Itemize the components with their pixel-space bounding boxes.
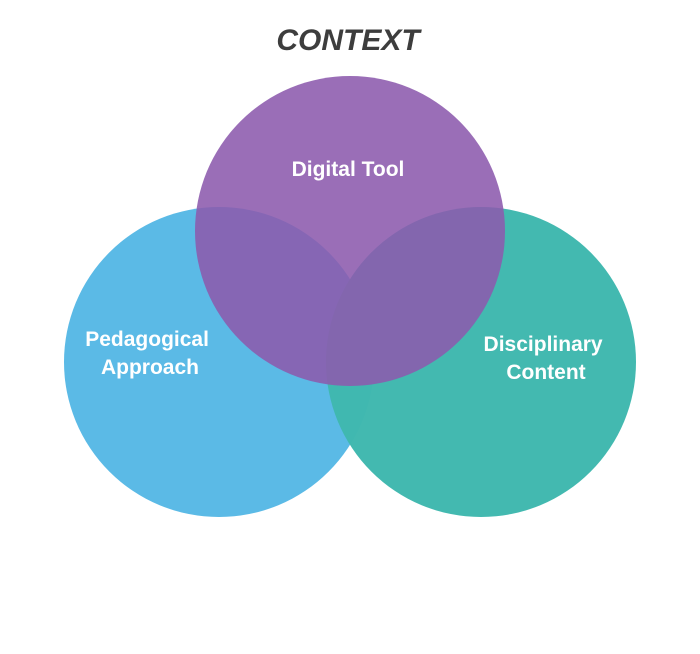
circle-digital-tool bbox=[195, 76, 505, 386]
label-disciplinary-content-line-1: Disciplinary bbox=[484, 333, 603, 356]
label-disciplinary-content: Disciplinary Content bbox=[484, 333, 609, 384]
label-pedagogical-approach: Pedagogical Approach bbox=[85, 328, 215, 379]
label-digital-tool: Digital Tool bbox=[292, 158, 405, 181]
circle-digital-tool-shape bbox=[195, 76, 505, 386]
label-disciplinary-content-line-2: Content bbox=[506, 361, 585, 384]
label-pedagogical-approach-line-2: Approach bbox=[101, 356, 199, 379]
diagram-title: CONTEXT bbox=[276, 24, 422, 57]
label-digital-tool-line-1: Digital Tool bbox=[292, 158, 405, 181]
label-pedagogical-approach-line-1: Pedagogical bbox=[85, 328, 209, 351]
